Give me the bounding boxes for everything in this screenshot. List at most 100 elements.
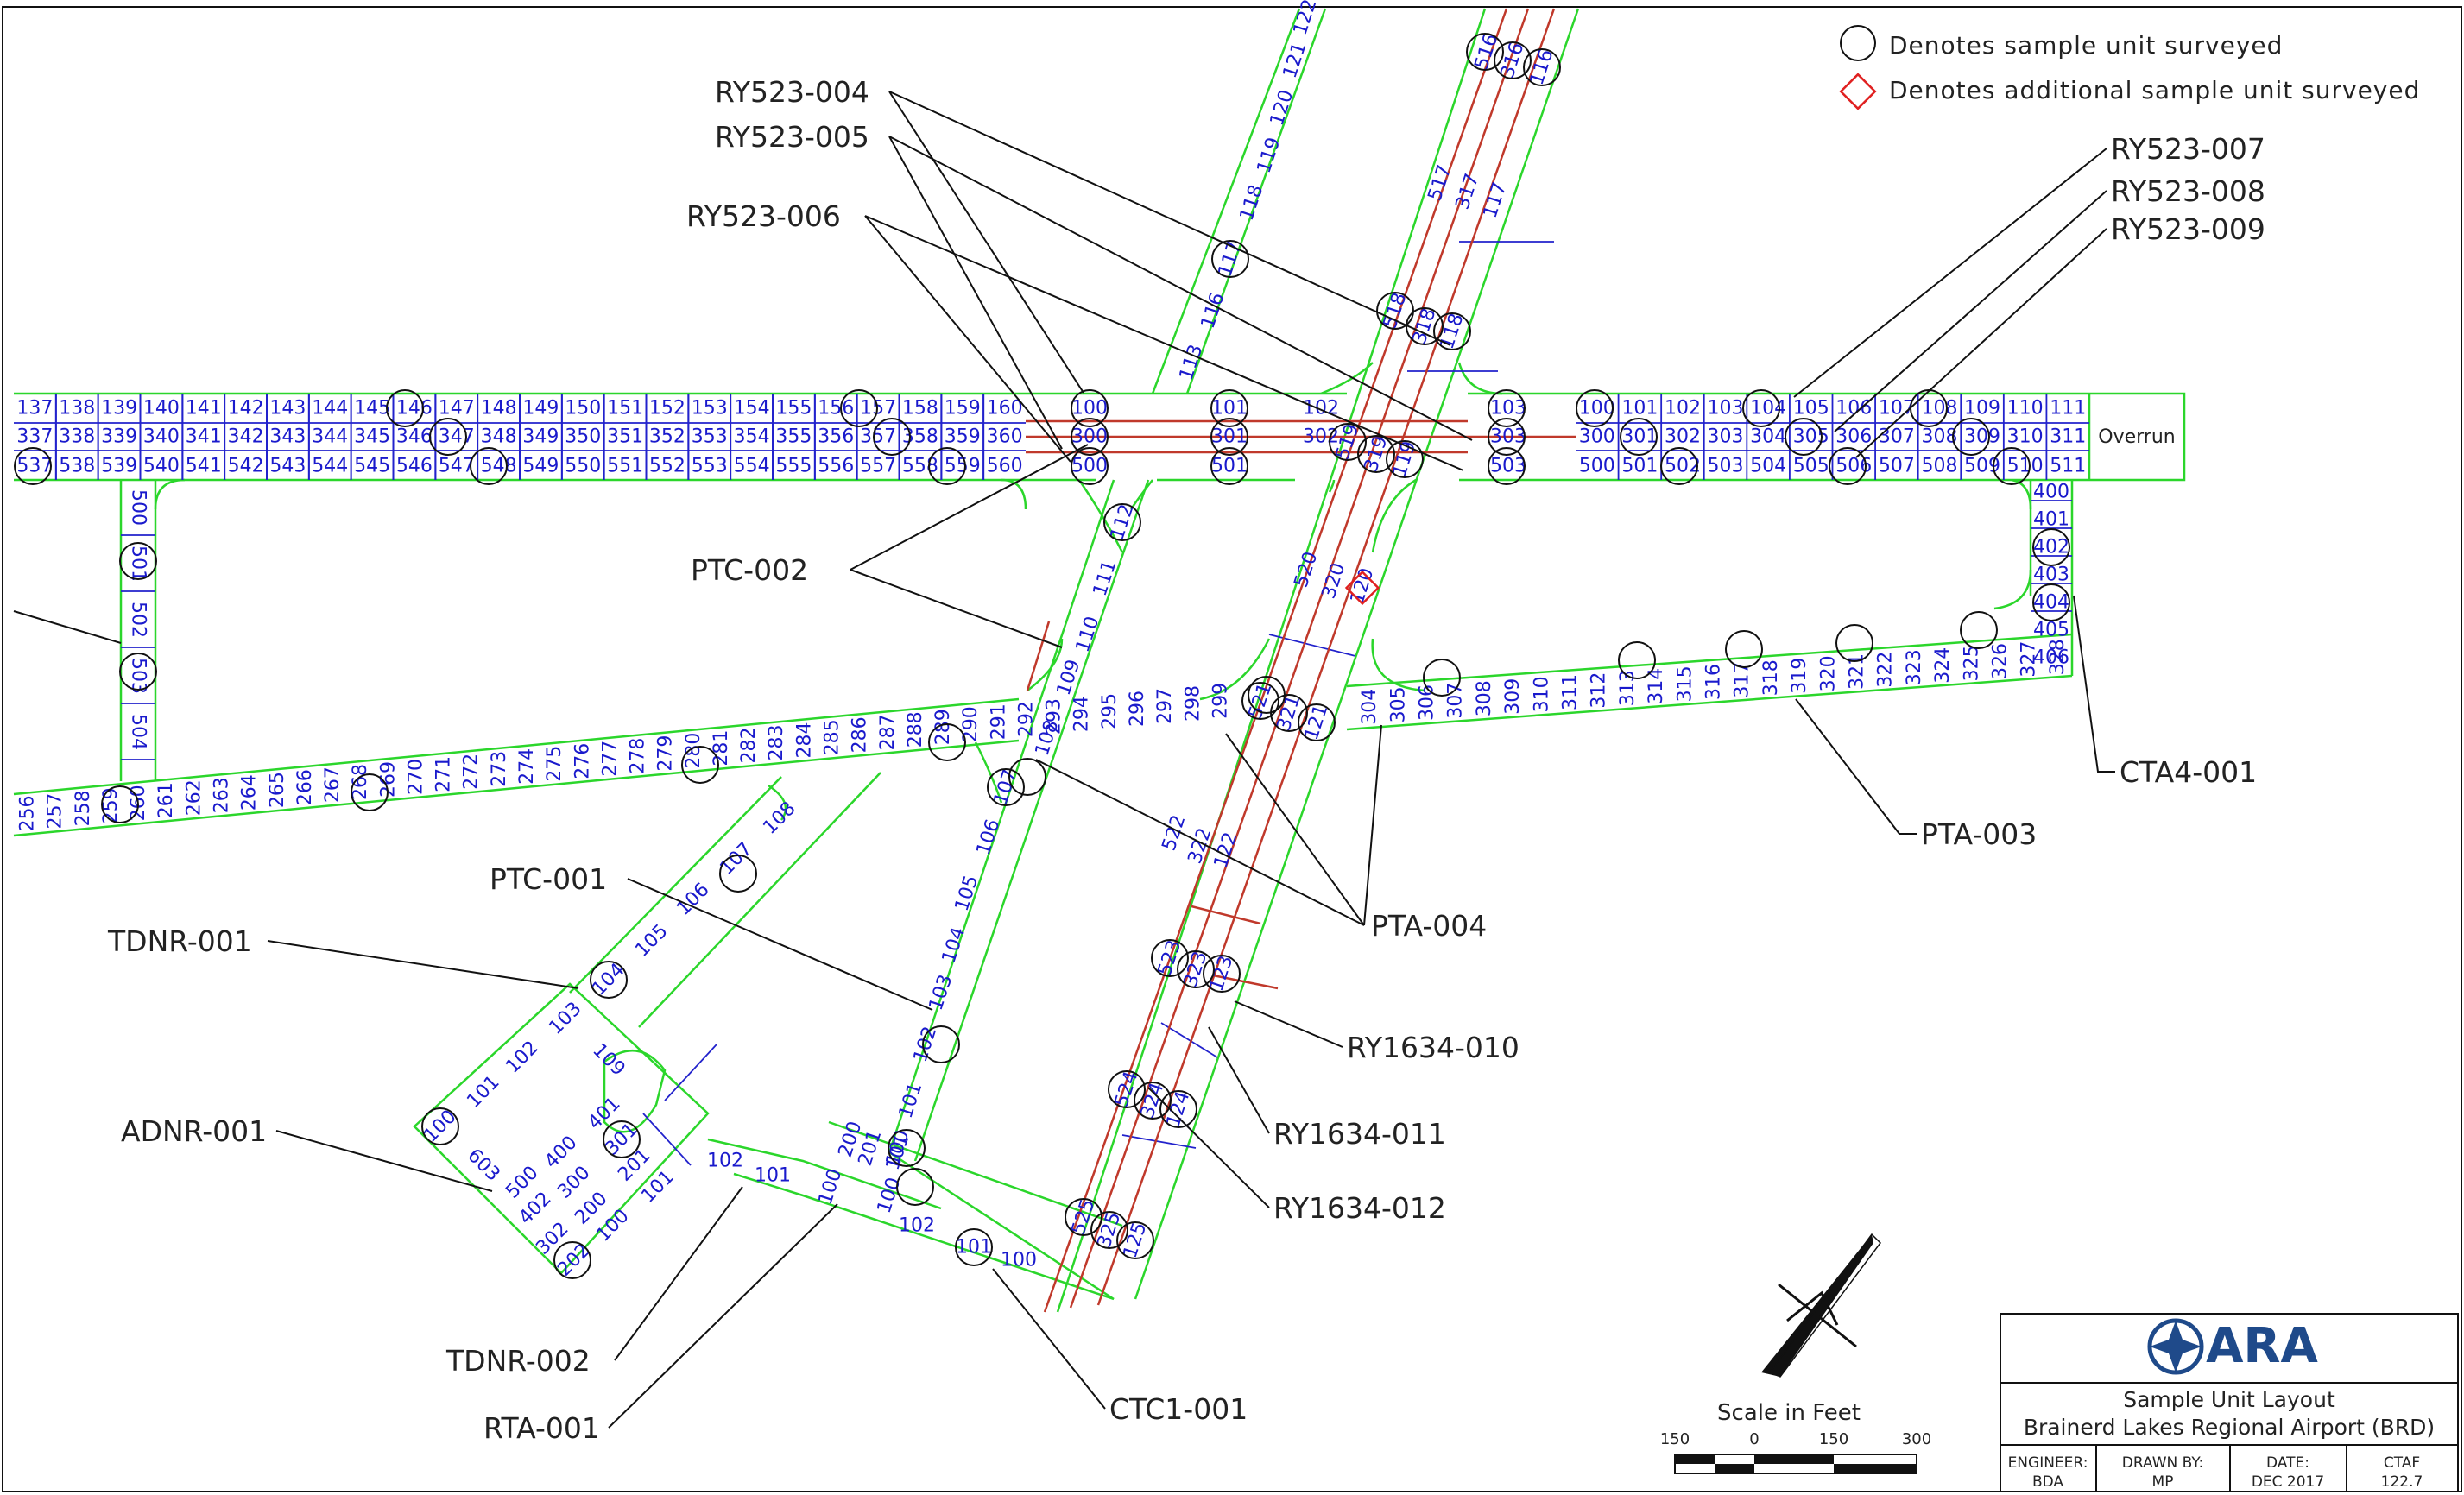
- taxiway-cell: 296: [1127, 691, 1148, 727]
- surveyed-sample-circle: [1952, 418, 1990, 456]
- surveyed-sample-circle: [1993, 447, 2031, 485]
- taxiway-cell: 283: [766, 724, 787, 760]
- taxiway-cell: 327: [2019, 641, 2040, 678]
- ara-logo: ARA: [2147, 1318, 2319, 1375]
- runway-cell: 544: [312, 456, 348, 477]
- runway-cell: 360: [987, 426, 1023, 448]
- surveyed-sample-circle: [681, 746, 719, 784]
- runway-cell: 140: [143, 398, 180, 419]
- taxiway-cell: 262: [183, 779, 205, 816]
- surveyed-sample-circle: [928, 447, 966, 485]
- runway-cell: 348: [481, 426, 517, 448]
- surveyed-sample-circle: [928, 723, 966, 761]
- runway-cell: 301: [1211, 426, 1248, 448]
- taxiway-cell: 295: [1099, 693, 1121, 729]
- scale-tick-300: 300: [1902, 1430, 1931, 1448]
- runway-cell: 111: [2050, 398, 2086, 419]
- surveyed-sample-circle: [955, 1228, 993, 1266]
- connector-cell: 403: [2033, 565, 2069, 586]
- surveyed-sample-circle: [101, 785, 139, 823]
- surveyed-sample-circle: [1488, 389, 1526, 427]
- taxiway-cell: 272: [461, 754, 483, 790]
- ctaf-value: 122.7: [2381, 1473, 2423, 1491]
- taxiway-cell: 298: [1182, 685, 1204, 722]
- runway-cell: 520: [1291, 549, 1323, 590]
- scale-tick-150: 150: [1819, 1430, 1848, 1448]
- ctaf-label: CTAF: [2384, 1454, 2420, 1472]
- runway-cell: 539: [101, 456, 137, 477]
- runway-cell: 346: [396, 426, 433, 448]
- taxiway-c-cell: 120: [1267, 87, 1298, 129]
- taxiway-cell: 266: [294, 769, 316, 805]
- surveyed-sample-circle: [1618, 641, 1656, 679]
- taxiway-c-cell: 111: [1090, 558, 1121, 599]
- runway-cell: 153: [692, 398, 728, 419]
- runway-cell: 339: [101, 426, 137, 448]
- surveyed-sample-circle: [386, 389, 424, 427]
- runway-cell: 100: [1071, 398, 1108, 419]
- runway-cell: 156: [818, 398, 854, 419]
- runway-cell: 137: [16, 398, 53, 419]
- callout-ry523-007: RY523-007: [2111, 132, 2265, 166]
- taxiway-cell: 297: [1154, 688, 1176, 724]
- runway-cell: 359: [945, 426, 981, 448]
- callout-ptc-002: PTC-002: [691, 553, 808, 587]
- taxiway-cell: 284: [793, 722, 815, 758]
- taxiway-cell: 274: [516, 748, 538, 785]
- callout-ry1634-012: RY1634-012: [1273, 1191, 1446, 1225]
- connector-cell: 100: [874, 1175, 906, 1216]
- runway-cell: 154: [734, 398, 770, 419]
- runway-cell: 501: [1211, 456, 1248, 477]
- title-block: ARA Sample Unit Layout Brainerd Lakes Re…: [2000, 1313, 2459, 1492]
- runway-cell: 501: [1621, 456, 1658, 477]
- runway-cell: 158: [902, 398, 938, 419]
- runway-cell: 302: [1303, 426, 1339, 448]
- runway-cell: 357: [860, 426, 896, 448]
- runway-cell: 142: [228, 398, 264, 419]
- date-label: DATE:: [2266, 1454, 2309, 1472]
- runway-cell: 343: [269, 426, 306, 448]
- taxiway-c-cell: 118: [1236, 182, 1268, 224]
- runway-cell: 302: [1665, 426, 1701, 448]
- taxiway-cell: 291: [988, 703, 1009, 740]
- engineer-label: ENGINEER:: [2008, 1454, 2088, 1472]
- taxiway-c-cells: 1001011021031041051061071081091101111121…: [882, 0, 1322, 1169]
- taxiway-cell: 282: [738, 728, 760, 764]
- runway-cell: 504: [1750, 456, 1786, 477]
- taxiway-cell: 276: [572, 743, 593, 779]
- connector-cell: 100: [1001, 1250, 1037, 1271]
- surveyed-sample-circle: [719, 855, 757, 893]
- connector-cell: 603: [463, 1145, 503, 1185]
- taxiway-cell: 305: [1387, 686, 1409, 722]
- runway-cell: 320: [1318, 560, 1350, 602]
- runway-cell: 149: [522, 398, 559, 419]
- surveyed-sample-circle: [1177, 950, 1215, 988]
- surveyed-sample-circle: [1071, 389, 1109, 427]
- runway-cell: 340: [143, 426, 180, 448]
- callout-ry1634-010: RY1634-010: [1347, 1031, 1519, 1064]
- runway-cell: 552: [649, 456, 685, 477]
- surveyed-sample-circle: [873, 418, 911, 456]
- runway-cell: 341: [186, 426, 222, 448]
- runway-cell: 351: [607, 426, 643, 448]
- surveyed-sample-circle: [421, 1107, 459, 1145]
- runway-cell: 141: [186, 398, 222, 419]
- connector-cell: 102: [707, 1151, 743, 1172]
- connector-cell: 102: [502, 1037, 542, 1077]
- runway-cell: 546: [396, 456, 433, 477]
- taxiway-cell: 292: [1015, 701, 1037, 737]
- surveyed-sample-circle: [1210, 418, 1248, 456]
- runway-cell: 304: [1750, 426, 1786, 448]
- taxiway-cell: 264: [239, 774, 261, 811]
- taxiway-cell: 273: [489, 751, 510, 787]
- taxiway-cell: 500: [128, 489, 149, 526]
- taxiway-cell: 268: [350, 764, 371, 800]
- surveyed-sample-circle: [1241, 682, 1279, 720]
- surveyed-sample-circle: [1523, 48, 1561, 86]
- surveyed-sample-circle: [351, 773, 389, 811]
- taxiway-cell: 501: [128, 546, 149, 582]
- runway-cell: 500: [1071, 456, 1108, 477]
- title-line1: Sample Unit Layout: [2123, 1387, 2335, 1412]
- surveyed-sample-circle: [1329, 423, 1367, 461]
